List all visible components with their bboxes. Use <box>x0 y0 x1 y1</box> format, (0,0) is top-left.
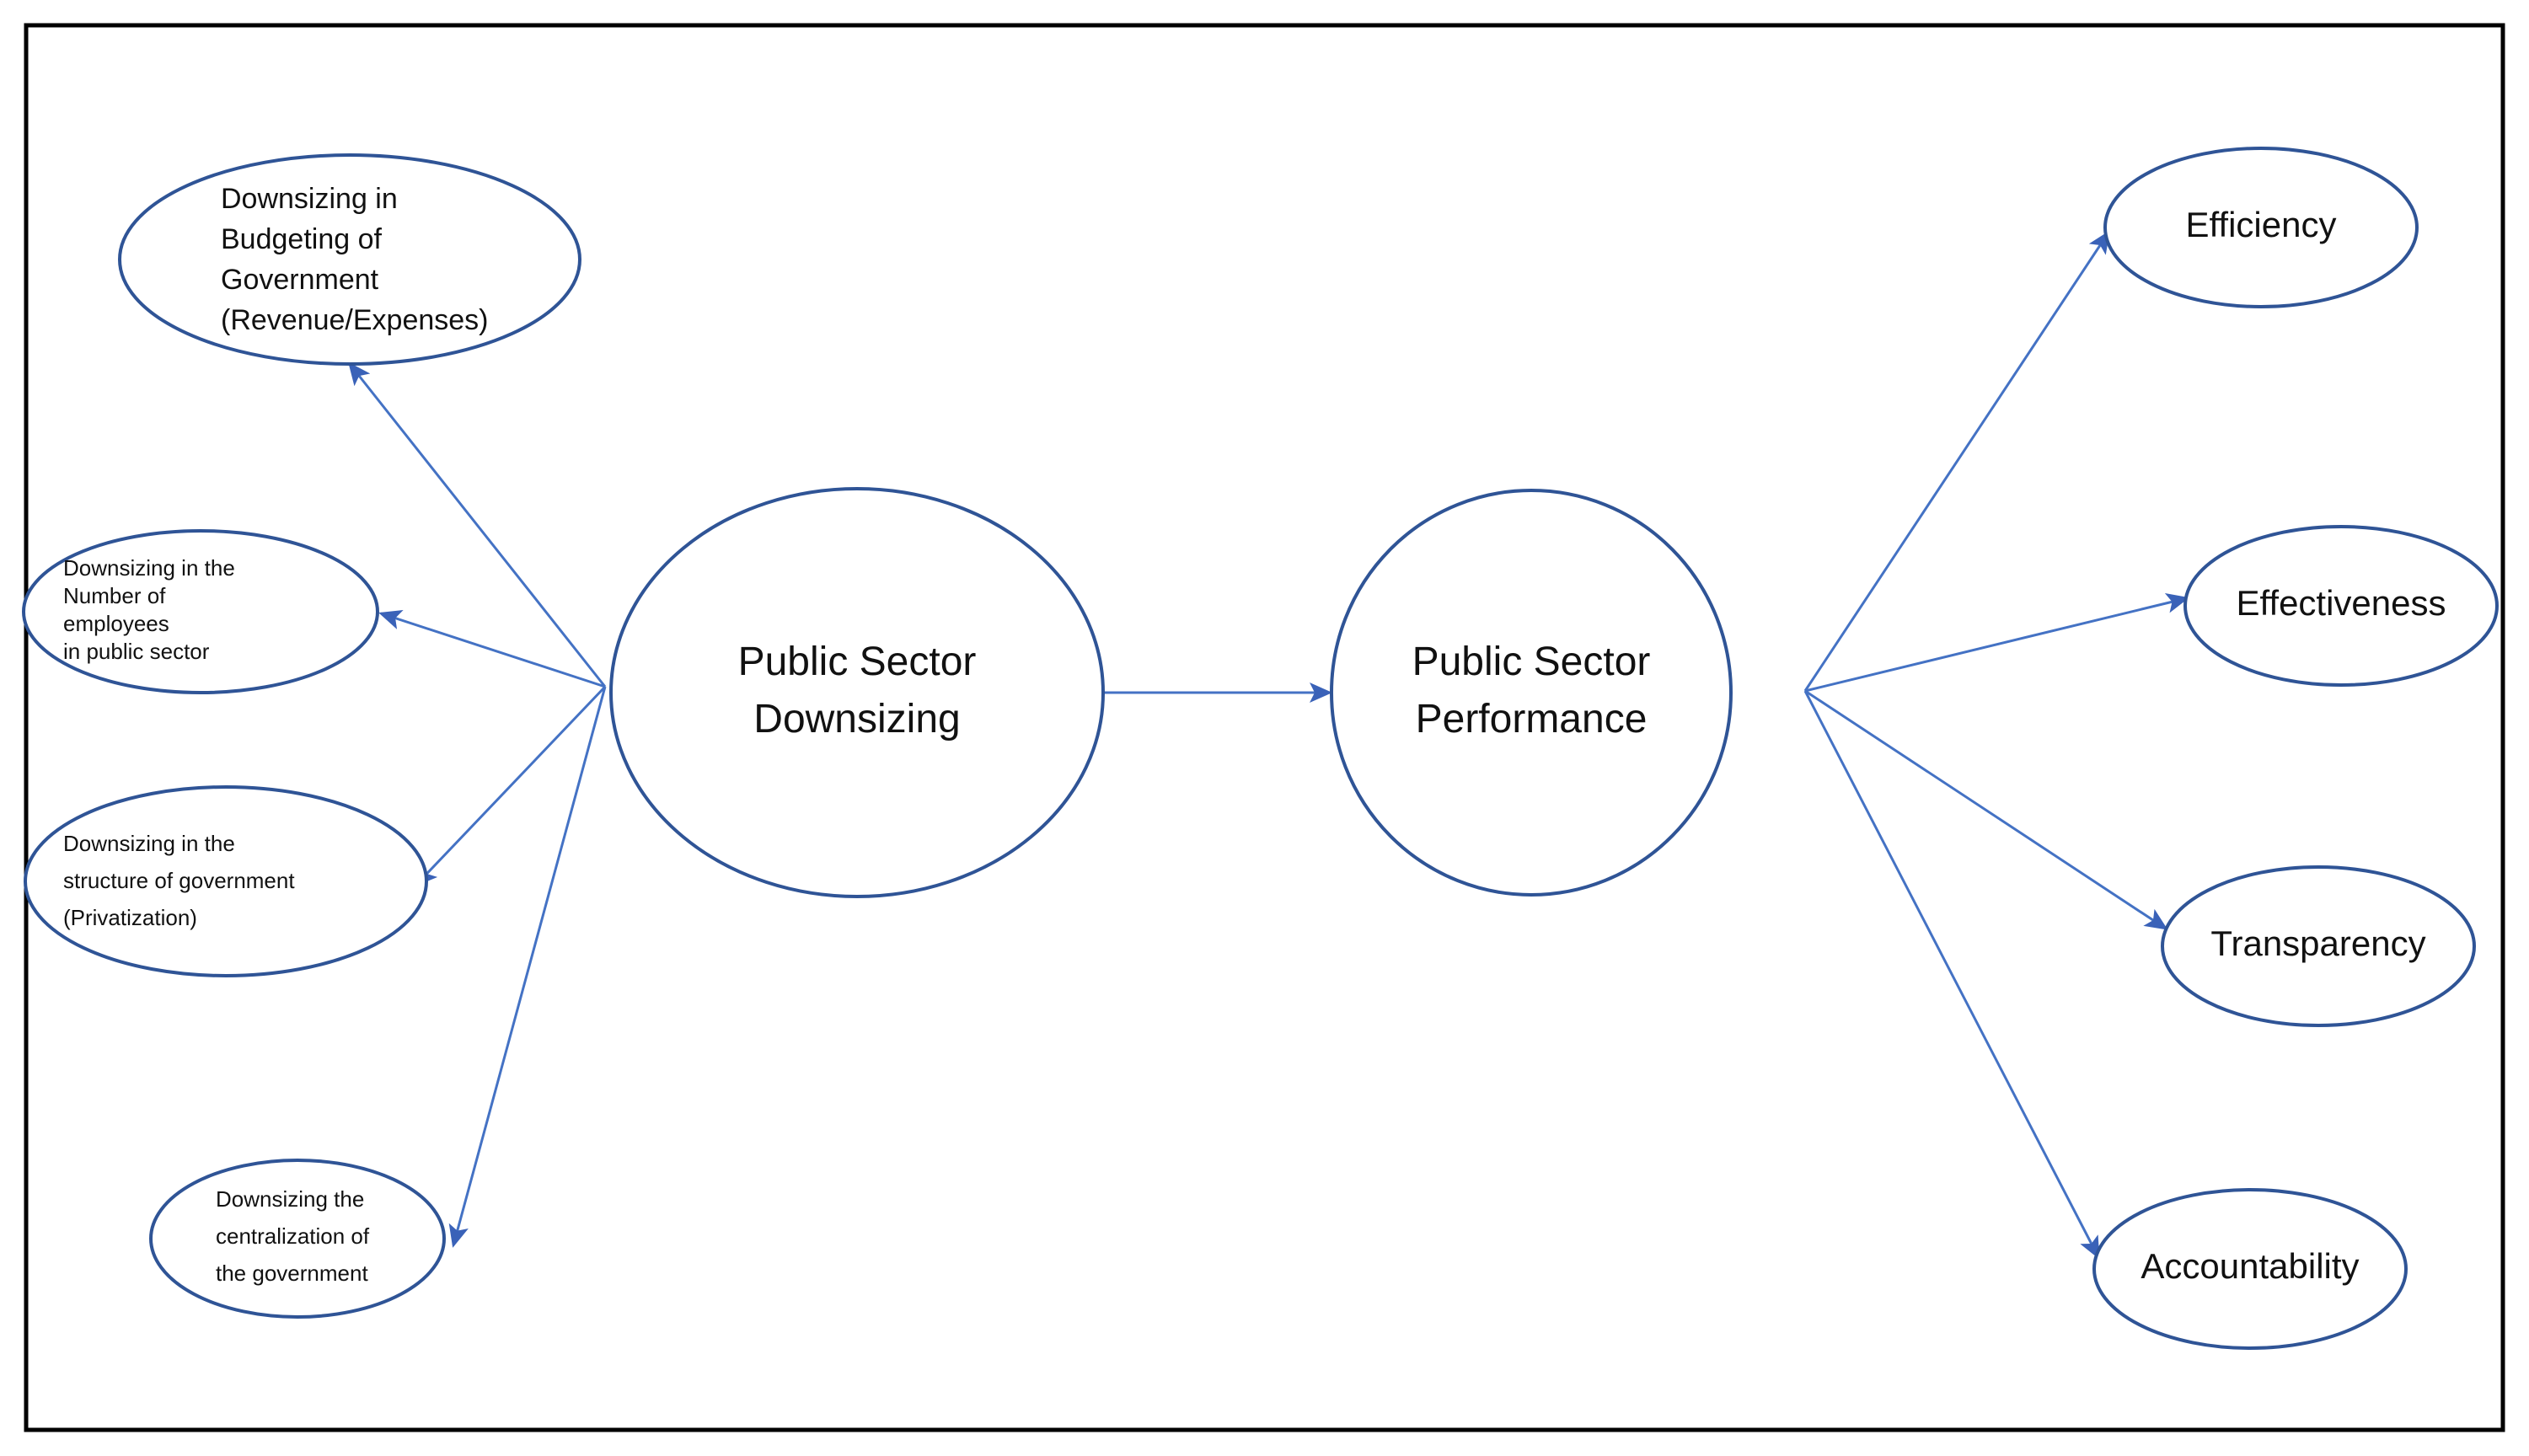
connector-layer <box>348 230 2189 1260</box>
connector-to-effectiveness[interactable] <box>1804 593 2189 693</box>
node-downsizing-budgeting[interactable] <box>118 153 581 366</box>
node-transparency[interactable] <box>2161 865 2476 1027</box>
label-efficiency: Efficiency <box>2186 205 2337 244</box>
node-downsizing-structure[interactable] <box>24 785 428 977</box>
connector-to-transparency[interactable] <box>1804 689 2168 930</box>
label-transparency: Transparency <box>2210 923 2425 963</box>
diagram-border-frame <box>24 23 2505 1432</box>
node-downsizing-centralization[interactable] <box>149 1159 446 1319</box>
node-public-sector-downsizing[interactable] <box>609 487 1105 898</box>
connector-to-downsizing-employees[interactable] <box>378 610 606 688</box>
node-downsizing-employees[interactable] <box>22 529 379 694</box>
connector-to-efficiency[interactable] <box>1803 230 2110 692</box>
connector-to-downsizing-centralization[interactable] <box>448 686 607 1248</box>
label-effectiveness: Effectiveness <box>2236 583 2446 623</box>
connector-to-downsizing-budgeting[interactable] <box>348 361 607 688</box>
connector-to-downsizing-structure[interactable] <box>414 685 607 887</box>
node-efficiency[interactable] <box>2103 147 2419 308</box>
node-effectiveness[interactable] <box>2183 525 2499 687</box>
label-accountability: Accountability <box>2141 1246 2359 1286</box>
node-public-sector-performance[interactable] <box>1330 489 1733 897</box>
connector-to-accountability[interactable] <box>1803 690 2100 1260</box>
node-accountability[interactable] <box>2092 1188 2408 1350</box>
